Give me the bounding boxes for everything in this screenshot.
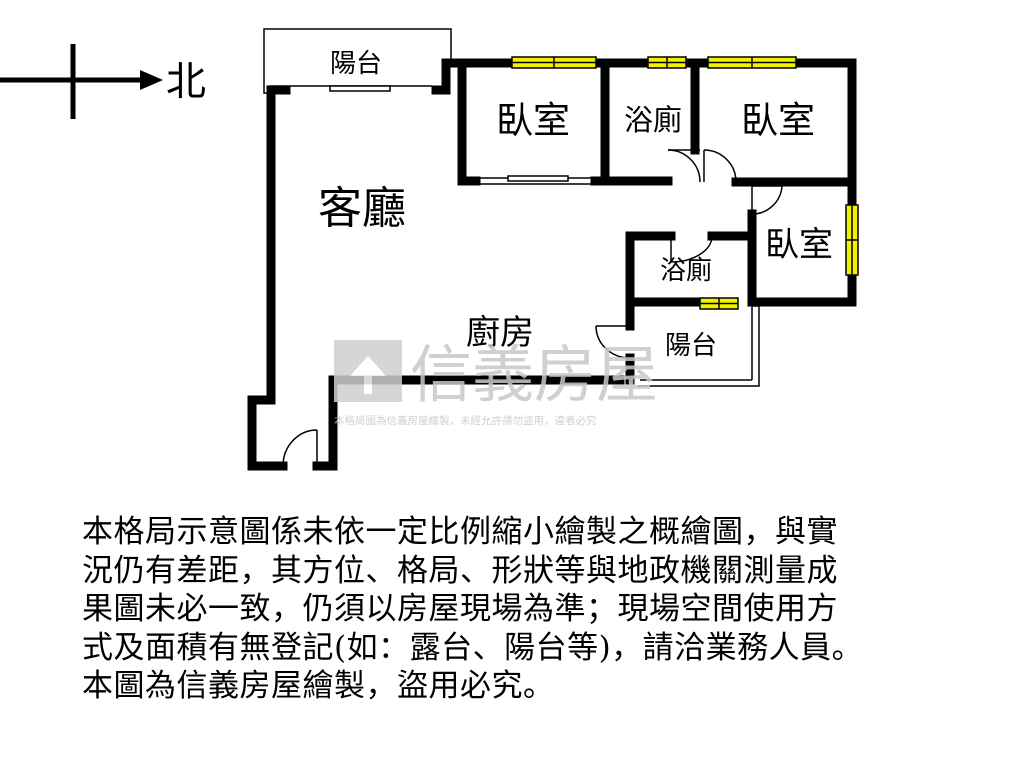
- room-label-living-room: 客廳: [318, 183, 406, 234]
- doors: [282, 149, 783, 467]
- disclaimer: 本格局示意圖係未依一定比例縮小繪製之概繪圖，與實 況仍有差距，其方位、格局、形狀…: [82, 513, 1012, 706]
- room-label-balcony-side: 陽台: [665, 331, 717, 361]
- north-label: 北: [166, 59, 206, 105]
- disclaimer-line: 果圖未必一致，仍須以房屋現場為準；現場空間使用方: [82, 591, 838, 627]
- room-label-bathroom-1: 浴廁: [624, 103, 682, 137]
- north-arrow-icon: [0, 44, 163, 119]
- disclaimer-line: 式及面積有無登記(如：露台、陽台等)，請洽業務人員。: [82, 629, 864, 666]
- room-label-bathroom-2: 浴廁: [660, 256, 712, 286]
- room-label-bedroom-3: 臥室: [765, 225, 833, 265]
- room-label-kitchen: 廚房: [466, 313, 534, 353]
- watermark-brand: 信義房屋: [410, 338, 658, 411]
- disclaimer-line: 本圖為信義房屋繪製，盜用必究。: [82, 668, 555, 704]
- walls: [247, 58, 857, 471]
- disclaimer-line: 況仍有差距，其方位、格局、形狀等與地政機關測量成: [82, 552, 838, 589]
- watermark: 信義房屋 本格局圖為信義房屋繪製，未經允許請勿盜用，違者必究: [334, 338, 658, 427]
- watermark-notice: 本格局圖為信義房屋繪製，未經允許請勿盜用，違者必究: [334, 414, 597, 427]
- floor-plan: 北: [0, 28, 859, 471]
- sliding-door: [476, 175, 595, 185]
- disclaimer-line: 本格局示意圖係未依一定比例縮小繪製之概繪圖，與實: [82, 514, 838, 550]
- windows: [511, 56, 859, 310]
- watermark-logo-icon: [334, 340, 402, 402]
- balcony-side-outline: [638, 305, 760, 387]
- room-label-balcony-top: 陽台: [330, 49, 382, 79]
- room-label-bedroom-2: 臥室: [741, 99, 815, 142]
- room-label-bedroom-1: 臥室: [496, 99, 570, 142]
